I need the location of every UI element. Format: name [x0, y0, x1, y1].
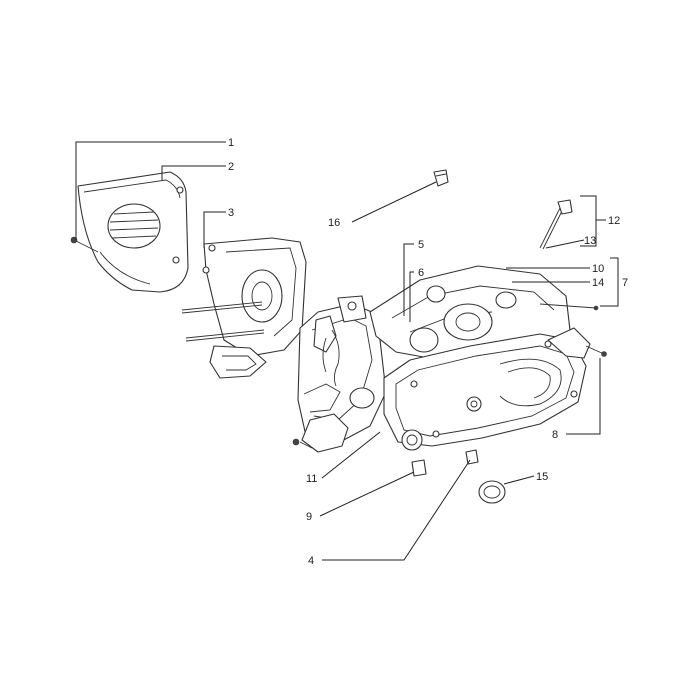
callout-4: 4 — [308, 555, 314, 567]
callout-7: 7 — [622, 277, 628, 289]
callout-5: 5 — [418, 239, 424, 251]
callout-13: 13 — [584, 235, 596, 247]
dipstick-part — [539, 199, 573, 250]
plug-part-9 — [411, 459, 427, 477]
leader-lines — [75, 141, 619, 561]
callout-3: 3 — [228, 207, 234, 219]
callout-1: 1 — [228, 137, 234, 149]
clip-part-4 — [465, 449, 479, 465]
callout-8: 8 — [552, 429, 558, 441]
screw-part-14 — [539, 303, 599, 311]
callout-16: 16 — [328, 217, 340, 229]
callout-9: 9 — [306, 511, 312, 523]
cylinder-studs — [181, 301, 265, 342]
callout-6: 6 — [418, 267, 424, 279]
callout-14: 14 — [592, 277, 604, 289]
callout-labels: 1 2 3 5 6 16 12 13 10 14 7 8 11 9 15 4 — [228, 137, 628, 567]
fan-cover-part — [77, 171, 189, 293]
cap-part-15 — [478, 480, 506, 504]
crankcase-part — [292, 265, 591, 453]
callout-12: 12 — [608, 215, 620, 227]
screw-part-8 — [585, 345, 607, 357]
cap-part-16 — [433, 169, 449, 187]
callout-2: 2 — [228, 161, 234, 173]
callout-15: 15 — [536, 471, 548, 483]
cylinder-shroud-part — [202, 237, 307, 379]
callout-10: 10 — [592, 263, 604, 275]
callout-11: 11 — [306, 473, 317, 485]
